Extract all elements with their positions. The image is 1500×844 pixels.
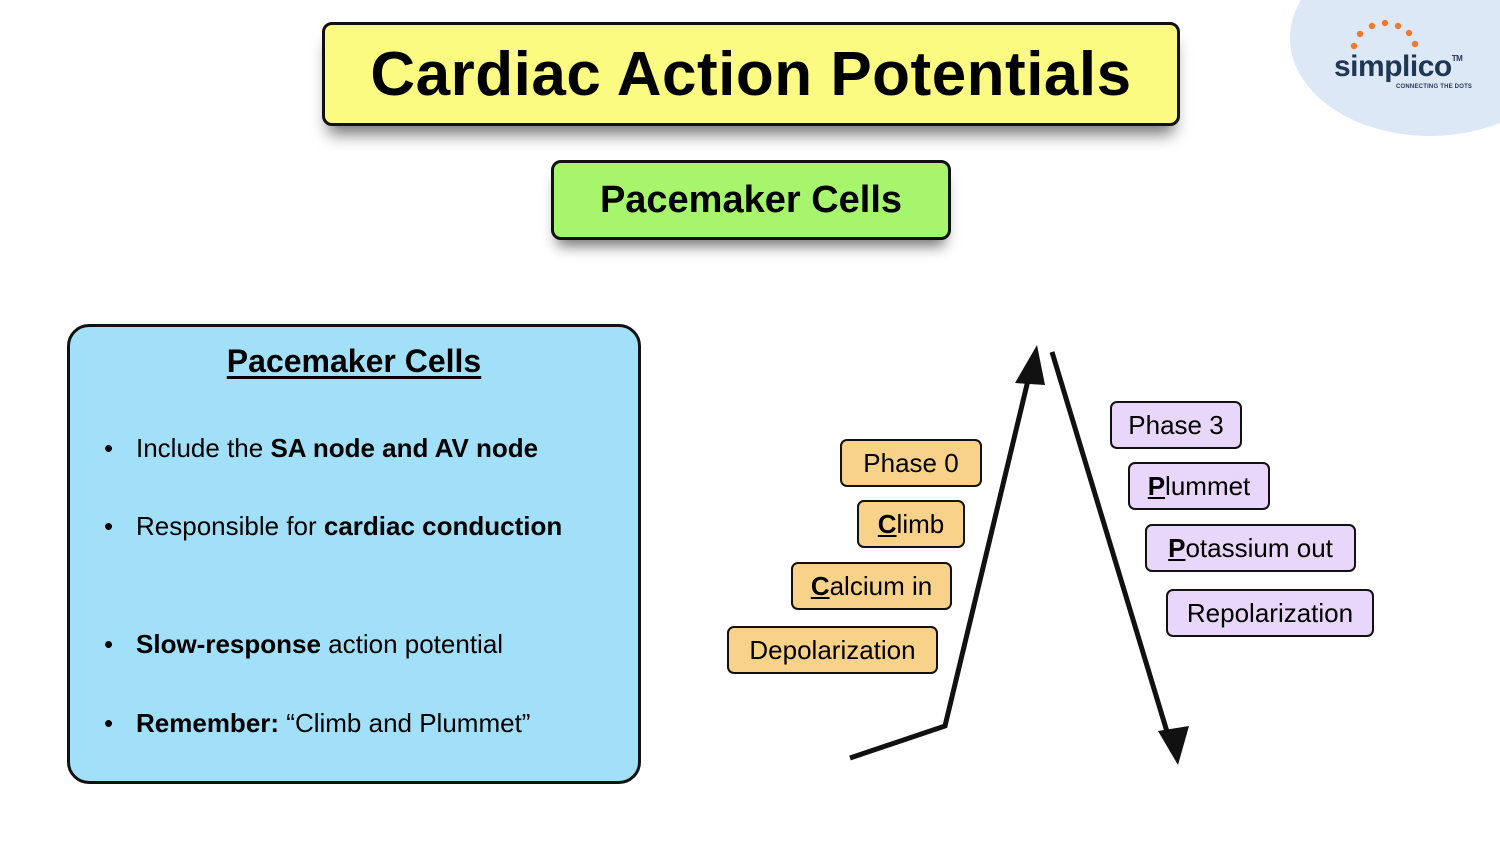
repolarization-arrow [1049,351,1171,736]
logo-tagline: CONNECTING THE DOTS [1396,84,1473,90]
repolarization-label: Repolarization [1166,589,1374,637]
info-box-heading: Pacemaker Cells [226,343,482,379]
phase-3-label: Phase 3 [1110,401,1242,449]
pacemaker-info-box: Pacemaker Cells Include the SA node and … [67,324,641,784]
bullet-sa-av-node: Include the SA node and AV node [104,428,606,468]
depolarization-arrowhead [1015,345,1045,385]
logo-wordmark: simplicoTM [1334,50,1463,83]
phase-0-label: Phase 0 [840,439,982,487]
bullet-remember: Remember: “Climb and Plummet” [104,703,606,743]
depolarization-label: Depolarization [727,626,938,674]
bullet-cardiac-conduction: Responsible for cardiac conduction [104,506,606,546]
logo-dots-icon [1350,19,1419,50]
bullet-slow-response: Slow-response action potential [104,624,606,664]
repolarization-arrowhead [1158,726,1189,765]
depolarization-arrow [849,371,1033,761]
main-title: Cardiac Action Potentials [322,22,1180,126]
subtitle-pacemaker-cells: Pacemaker Cells [551,160,951,240]
